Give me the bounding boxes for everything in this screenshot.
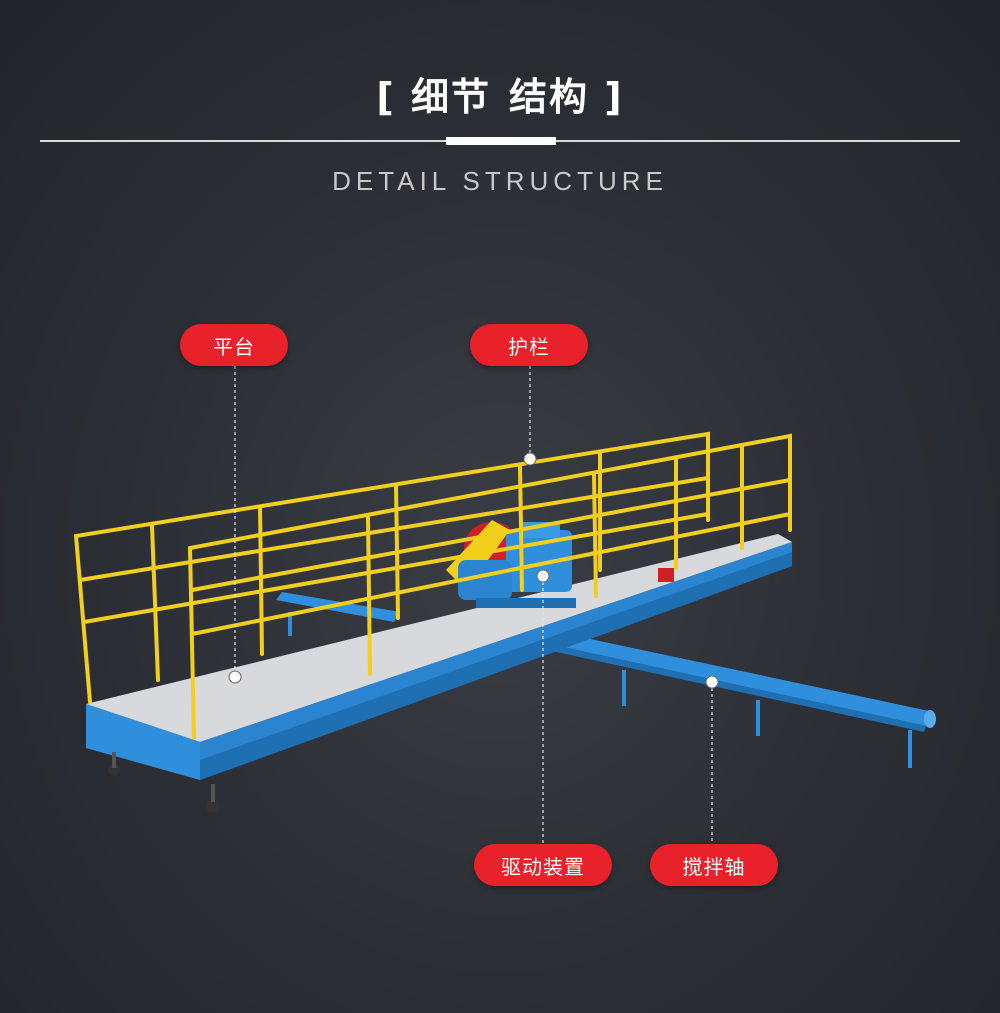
title-left: [ 细节 <box>376 75 491 119</box>
guardrail <box>73 431 792 740</box>
label-guardrail-text: 护栏 <box>508 334 550 359</box>
marker-dots <box>228 452 719 689</box>
label-drive-text: 驱动装置 <box>501 854 585 879</box>
platform <box>86 534 792 813</box>
stirring-shaft <box>276 592 936 768</box>
shaft-marker-icon <box>705 675 719 689</box>
platform-marker-icon <box>228 670 242 684</box>
label-shaft-text: 搅拌轴 <box>682 854 746 879</box>
label-shaft: 搅拌轴 <box>650 844 778 886</box>
label-guardrail: 护栏 <box>470 324 588 366</box>
guardrail-marker-icon <box>523 452 537 466</box>
leader-lines <box>234 366 713 845</box>
page-title: [ 细节结构 ] <box>0 66 1000 121</box>
label-platform-text: 平台 <box>213 334 255 359</box>
page-subtitle: DETAIL STRUCTURE <box>332 166 668 196</box>
title-divider-accent <box>446 137 556 145</box>
drive-marker-icon <box>536 569 550 583</box>
label-drive: 驱动装置 <box>474 844 612 886</box>
label-platform: 平台 <box>180 324 288 366</box>
title-right: 结构 ] <box>509 75 624 119</box>
